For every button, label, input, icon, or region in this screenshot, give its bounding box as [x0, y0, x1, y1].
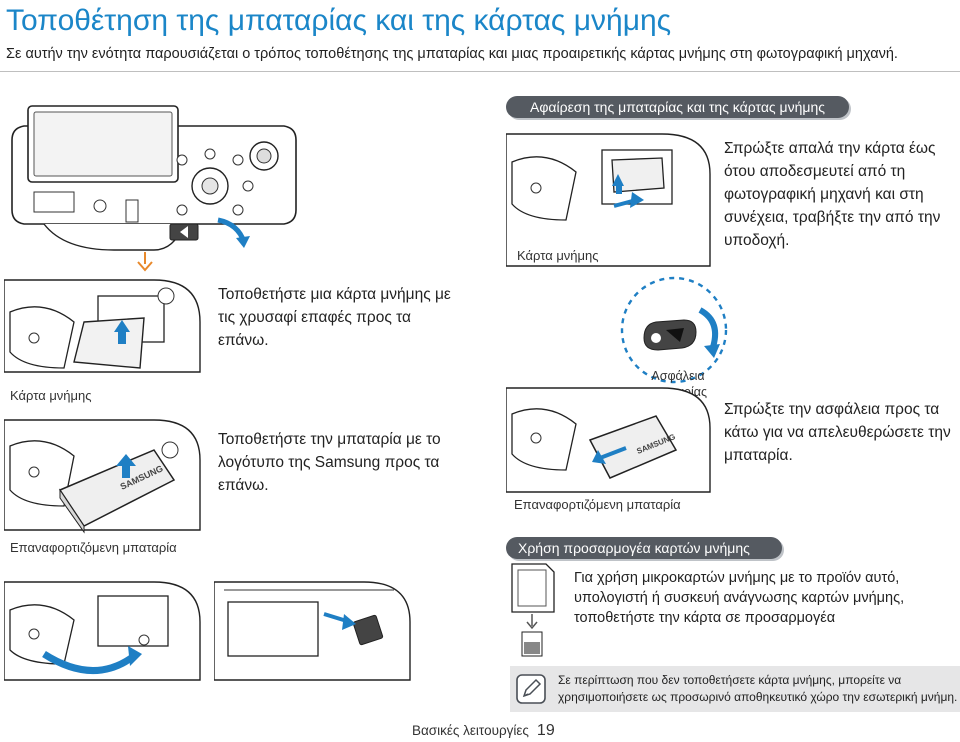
- step-insert-battery-text: Τοποθετήστε την μπαταρία με το λογότυπο …: [218, 431, 441, 494]
- memory-card-label: Κάρτα μνήμης: [10, 388, 92, 403]
- page-number: 19: [536, 722, 555, 739]
- step-insert-card-text: Τοποθετήστε μια κάρτα μνήμης με τις χρυσ…: [218, 286, 451, 349]
- page-footer: Βασικές λειτουργίες 19: [412, 722, 555, 740]
- remove-battery-illustration: SAMSUNG: [506, 384, 712, 494]
- insert-battery-illustration: SAMSUNG: [4, 410, 204, 536]
- remove-section-heading: Αφαίρεση της μπαταρίας και της κάρτας μν…: [506, 96, 849, 118]
- header-divider: [0, 71, 960, 72]
- rechargeable-battery-label: Επαναφορτιζόμενη μπαταρία: [10, 540, 177, 555]
- insert-card-illustration: [4, 272, 204, 382]
- camera-back-illustration: [4, 100, 304, 260]
- page-subtitle: Σε αυτήν την ενότητα παρουσιάζεται ο τρό…: [6, 46, 898, 62]
- note-box: Σε περίπτωση που δεν τοποθετήσετε κάρτα …: [510, 666, 960, 712]
- note-line-1: Σε περίπτωση που δεν τοποθετήσετε κάρτα …: [558, 673, 902, 687]
- lock-door-illustration: [214, 576, 414, 682]
- remove-battery-label: Επαναφορτιζόμενη μπαταρία: [514, 497, 681, 512]
- page-title: Τοποθέτηση της μπαταρίας και της κάρτας …: [6, 4, 672, 37]
- battery-lock-zoom: [604, 276, 734, 386]
- close-door-illustration: [4, 576, 204, 682]
- footer-section: Βασικές λειτουργίες: [412, 723, 529, 738]
- sd-adapter-illustration: [508, 562, 558, 658]
- note-text: Σε περίπτωση που δεν τοποθετήσετε κάρτα …: [558, 672, 957, 706]
- remove-card-illustration: [506, 128, 712, 268]
- note-line-2: χρησιμοποιήσετε ως προσωρινό αποθηκευτικ…: [558, 690, 958, 704]
- pencil-note-icon: [516, 674, 546, 704]
- remove-card-text: Σπρώξτε απαλά την κάρτα έως ότου αποδεσμ…: [724, 140, 941, 249]
- adapter-text: Για χρήση μικροκαρτών μνήμης με το προϊό…: [574, 570, 905, 626]
- next-step-arrow-icon: [136, 252, 154, 272]
- remove-battery-text: Σπρώξτε την ασφάλεια προς τα κάτω για να…: [724, 401, 951, 464]
- remove-card-label: Κάρτα μνήμης: [517, 248, 599, 263]
- adapter-section-heading: Χρήση προσαρμογέα καρτών μνήμης: [506, 537, 782, 559]
